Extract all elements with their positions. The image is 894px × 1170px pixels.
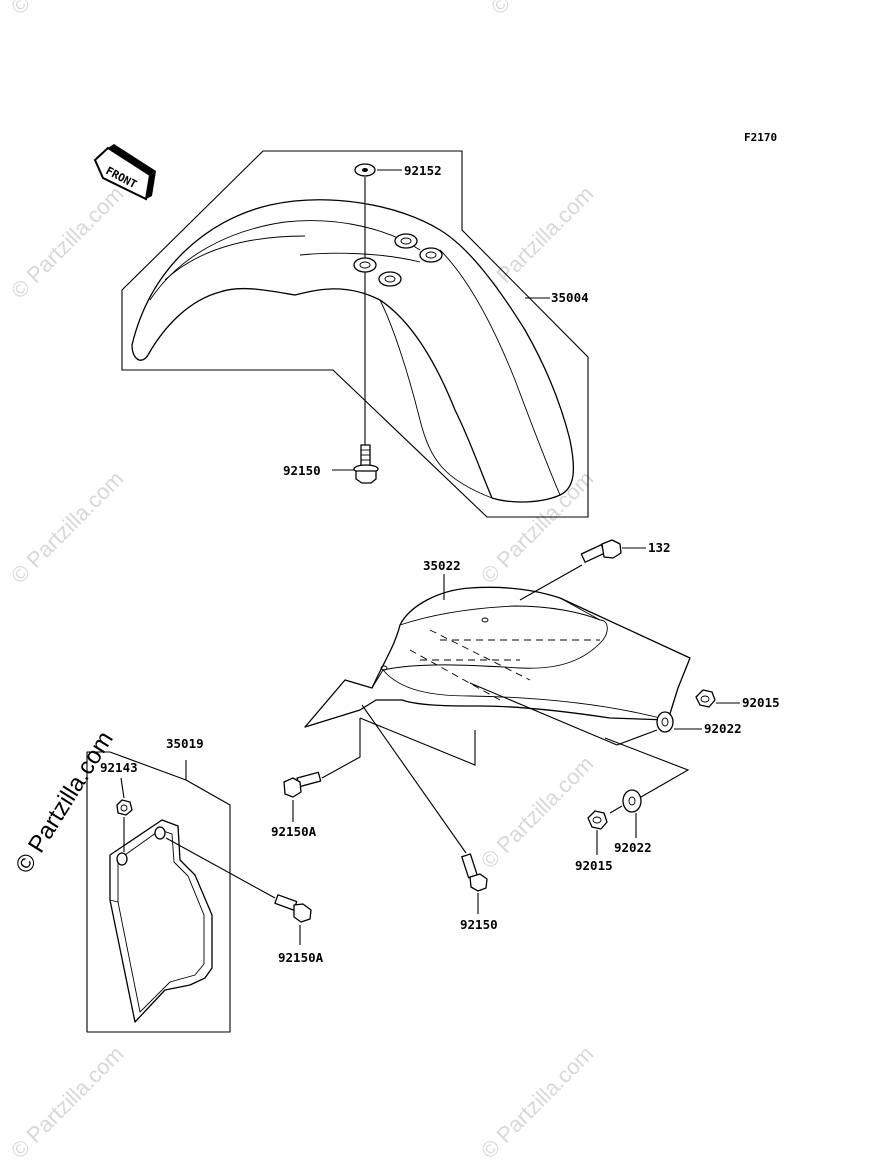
rear-bolt-left[interactable] [283,771,322,798]
part-label-92150A-flap: 92150A [278,950,324,965]
part-label-92150A: 92150A [271,824,317,839]
watermark-text: © Partzilla.com [6,1041,129,1164]
watermark-side-text: © Partzilla.com [10,727,119,878]
part-label-92022-lower: 92022 [614,840,652,855]
watermarks: © Partzilla.com © Partzilla.com © Partzi… [6,0,609,1164]
front-fender-bolt[interactable] [353,444,379,484]
front-fender-outline-box [121,150,589,518]
watermark-text: © Partzilla.com [486,0,609,20]
rear-fender-group: 35022 132 92015 92022 92150A [271,539,780,932]
rear-bolt-lower[interactable] [461,853,488,892]
watermark-text: © Partzilla.com [476,1041,599,1164]
mud-flap-group: 35019 92143 92150A [86,736,324,1033]
part-label-35019: 35019 [166,736,204,751]
watermark-text: © Partzilla.com [6,466,129,589]
part-label-35004: 35004 [551,290,589,305]
part-label-92015-lower: 92015 [575,858,613,873]
front-fender-washer[interactable] [354,163,376,177]
mud-flap-bolt[interactable] [274,894,312,923]
part-label-92015: 92015 [742,695,780,710]
rear-fender-bolt-top[interactable] [580,539,622,563]
part-label-92150-lower: 92150 [460,917,498,932]
watermark-text: © Partzilla.com [6,181,129,304]
rear-collar-lower[interactable] [622,789,642,813]
rear-nut-right[interactable] [695,689,716,708]
front-fender[interactable] [131,199,575,503]
part-label-92022: 92022 [704,721,742,736]
part-label-35022: 35022 [423,558,461,573]
rear-collar-right[interactable] [656,711,674,733]
rear-nut-lower[interactable] [587,810,608,830]
figure-code: F2170 [744,131,777,144]
part-label-132: 132 [648,540,671,555]
watermark-text: © Partzilla.com [476,751,599,874]
front-arrow-icon: FRONT [93,144,156,201]
part-label-92143: 92143 [100,760,138,775]
rear-fender[interactable] [304,586,691,728]
mud-flap-grommet[interactable] [116,799,133,816]
front-fender-group: 92152 92150 35004 [121,150,589,518]
mud-flap[interactable] [109,819,213,1023]
part-label-92150: 92150 [283,463,321,478]
part-label-92152: 92152 [404,163,442,178]
watermark-text: © Partzilla.com [6,0,129,20]
